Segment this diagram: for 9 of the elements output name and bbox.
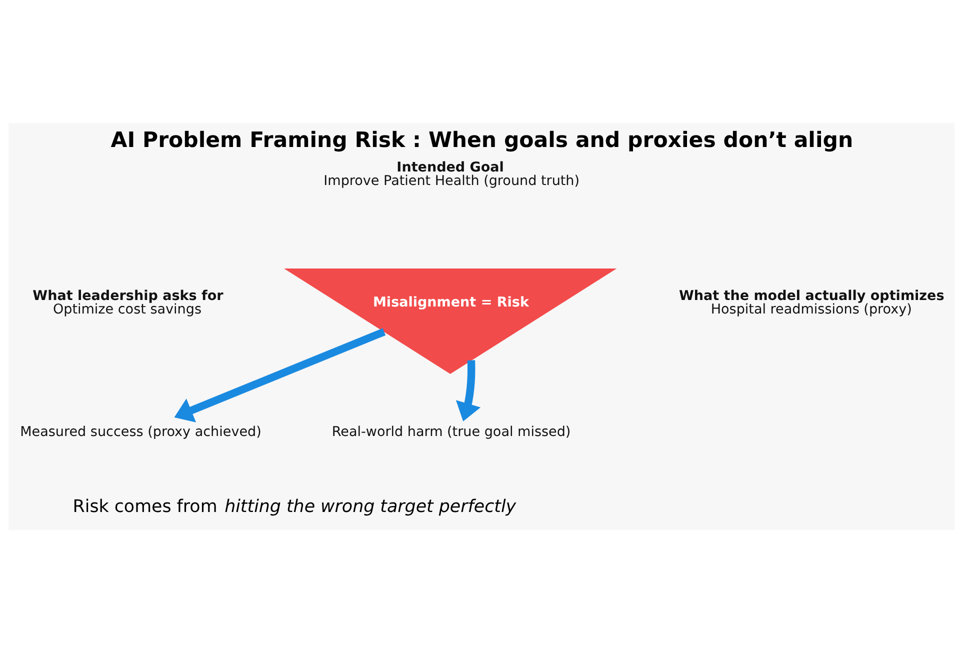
node-text: What the model actually optimizes Hospital readmissions (proxy) xyxy=(678,288,944,318)
caption: Risk comes from hitting the wrong target perfectly xyxy=(72,497,516,518)
node-text: Measured success (proxy achieved) xyxy=(20,424,262,440)
diagram-title: AI Problem Framing Risk : When goals and proxies don’t align xyxy=(110,128,854,153)
node-text: Intended Goal Improve Patient Health (ground truth) xyxy=(324,160,580,190)
arrow xyxy=(456,360,481,422)
arrow xyxy=(174,328,386,422)
node-text: Real-world harm (true goal missed) xyxy=(332,424,571,440)
node-text: What leadership asks for Optimize cost savings xyxy=(32,288,224,318)
